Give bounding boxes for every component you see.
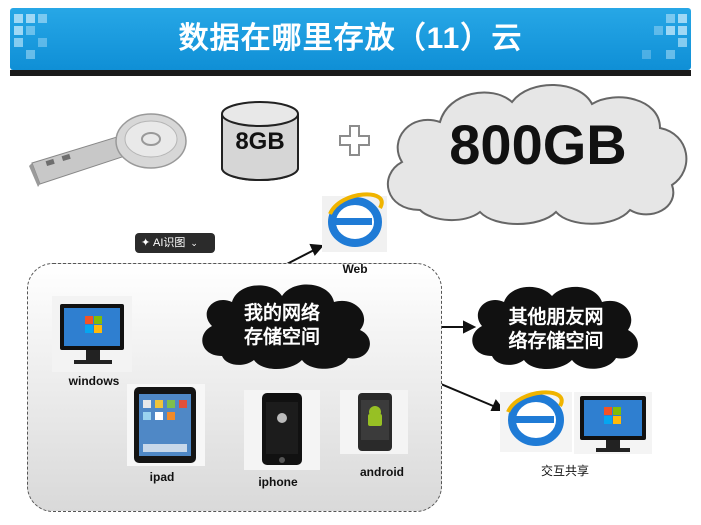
plus-icon: [339, 125, 370, 156]
share-ie-icon: [500, 390, 572, 452]
usb-key-icon: [29, 113, 187, 187]
title-banner: [10, 8, 691, 70]
windows-label: windows: [68, 374, 120, 388]
title-underline: [10, 70, 691, 76]
monitor-icon: [52, 296, 132, 372]
my-storage-cloud-label: 我的网络 存储空间: [243, 303, 320, 348]
tablet-icon: [127, 384, 205, 466]
database-icon: [221, 101, 299, 181]
chevron-down-icon: ⌄: [190, 238, 198, 248]
friends-storage-cloud-label: 其他朋友网 络存储空间: [508, 307, 604, 352]
phone-icon: [244, 390, 320, 470]
share-monitor-icon: [574, 392, 652, 454]
android-label: android: [360, 465, 404, 479]
cloud-icon: [386, 84, 688, 225]
web-label: Web: [342, 262, 368, 276]
ie-icon: [322, 192, 387, 252]
ipad-label: ipad: [149, 470, 175, 484]
ai-recognize-button[interactable]: ✦AI识图 ⌄: [135, 233, 215, 253]
ai-sparkle-icon: ✦: [141, 237, 151, 249]
ai-recognize-label: AI识图: [153, 237, 186, 249]
android-phone-icon: [340, 390, 408, 454]
page-title: 数据在哪里存放（11）云: [178, 22, 523, 55]
my-storage-cloud: [202, 284, 370, 369]
share-label: 交互共享: [540, 464, 589, 478]
usb-capacity-label: 8GB: [235, 128, 285, 155]
iphone-label: iphone: [258, 475, 298, 489]
cloud-capacity-label: 800GB: [449, 113, 627, 176]
friends-storage-cloud: [472, 286, 638, 369]
